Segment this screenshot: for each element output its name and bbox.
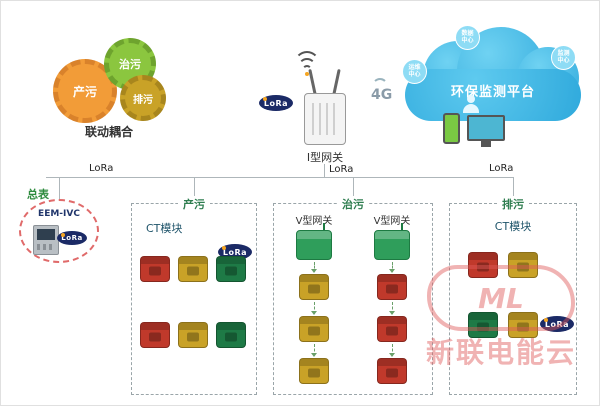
main-meter-tag: 总表	[27, 188, 49, 201]
ct-module-red	[377, 316, 407, 342]
flow-arrow-down	[389, 344, 395, 357]
flow-arrow-down	[311, 302, 317, 315]
ct-module-yellow	[299, 358, 329, 384]
cloud-platform-title: 环保监测平台	[450, 85, 535, 100]
gear-discharge: 排污	[120, 75, 166, 121]
bus-lora-label-right: LoRa	[489, 163, 514, 174]
cloud-badge-ops-center: 运维中心	[402, 59, 427, 84]
lora-badge-produce-label: LoRa	[222, 247, 248, 257]
lora-badge-meter: LoRa	[57, 231, 87, 245]
cloud-badge-data-center-label: 数据中心	[461, 29, 474, 44]
cloud-badge-monitor-center: 监测中心	[551, 45, 576, 70]
ct-module-green	[468, 312, 498, 338]
zone-treat: 治污 V型网关 V型网关	[273, 196, 433, 395]
vgateway-device-left-icon	[296, 223, 332, 260]
zone-discharge-label: 排污	[497, 196, 529, 212]
ct-module-yellow	[178, 322, 208, 348]
zone-discharge-ct-caption: CT模块	[494, 220, 532, 233]
vgateway-device-right-icon	[374, 223, 410, 260]
ct-module-red	[140, 322, 170, 348]
zone-discharge: 排污 CT模块 LoRa	[449, 196, 577, 395]
lora-badge-router-label: LoRa	[263, 98, 289, 108]
zone-produce: 产污 CT模块 LoRa	[131, 196, 257, 395]
bus-drop-discharge	[513, 177, 514, 203]
main-meter-model: EEM-IVC	[38, 209, 80, 219]
ct-module-red	[468, 252, 498, 278]
cloud-shape-icon	[405, 69, 581, 121]
flow-arrow-down	[389, 262, 395, 273]
ct-module-yellow	[299, 316, 329, 342]
ct-module-yellow	[299, 274, 329, 300]
router-device-icon	[304, 93, 346, 145]
flow-arrow-down	[311, 344, 317, 357]
gear-discharge-label: 排污	[133, 94, 153, 106]
lora-badge-discharge: LoRa	[540, 316, 574, 332]
cloud-badge-monitor-center-label: 监测中心	[557, 49, 570, 64]
zone-produce-label: 产污	[178, 196, 210, 212]
lora-badge-discharge-label: LoRa	[544, 319, 570, 329]
gateway-type1-label: I型网关	[306, 151, 344, 164]
bus-drop-meter	[59, 177, 60, 201]
bus-riser-router	[324, 164, 325, 177]
energy-meter-icon	[33, 225, 59, 255]
monitor-icon	[467, 115, 505, 147]
zone-treat-label: 治污	[337, 196, 369, 212]
cloud-badge-data-center: 数据中心	[455, 25, 480, 50]
ct-module-yellow	[178, 256, 208, 282]
4g-signal-icon: 4G	[371, 78, 393, 103]
ct-module-green	[216, 322, 246, 348]
ct-module-red	[377, 358, 407, 384]
flow-arrow-down	[389, 302, 395, 315]
bus-line-horizontal	[46, 177, 513, 178]
cloud-badge-ops-center-label: 运维中心	[408, 63, 421, 78]
lora-badge-meter-label: LoRa	[61, 234, 83, 242]
bus-drop-produce	[194, 177, 195, 203]
user-person-icon	[461, 95, 481, 113]
ct-module-red	[140, 256, 170, 282]
wifi-signal-icon	[293, 51, 321, 79]
vgateway-right-label: V型网关	[373, 216, 411, 227]
ct-module-red	[377, 274, 407, 300]
gear-produce-label: 产污	[72, 84, 97, 99]
vgateway-left-label: V型网关	[295, 216, 333, 227]
cloud-platform: 数据中心 运维中心 监测中心 环保监测平台	[397, 25, 589, 151]
ct-module-yellow	[508, 252, 538, 278]
ct-module-yellow	[508, 312, 538, 338]
flow-arrow-down	[311, 262, 317, 273]
gear-treat-label: 治污	[119, 58, 141, 71]
router-antenna-right-icon	[332, 68, 341, 96]
ct-module-green	[216, 256, 246, 282]
bus-lora-label-center: LoRa	[329, 164, 354, 175]
lora-badge-router: LoRa	[259, 95, 293, 111]
main-meter-group-outline	[19, 199, 99, 263]
bus-drop-treat	[353, 177, 354, 203]
zone-produce-ct-caption: CT模块	[146, 222, 183, 235]
phone-icon	[443, 113, 460, 144]
bus-lora-label-left: LoRa	[89, 163, 114, 174]
linkage-coupling-caption: 联动耦合	[84, 125, 133, 139]
